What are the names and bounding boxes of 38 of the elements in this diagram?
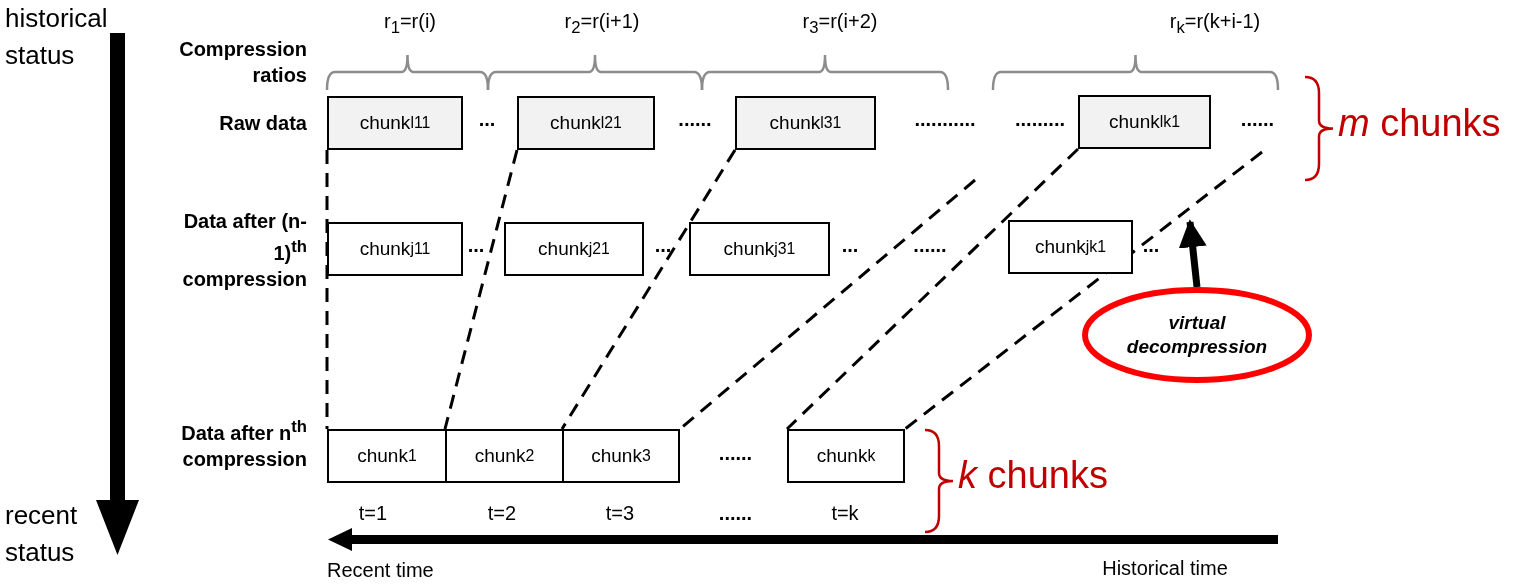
ellipsis: ... [1141, 233, 1161, 258]
callout-text: virtual decompression [1125, 311, 1269, 359]
dashed-connector [904, 150, 1263, 431]
time-label: t=k [830, 501, 860, 526]
ellipsis: ...... [677, 107, 713, 132]
count-label: k chunks [958, 453, 1109, 498]
ellipsis: ...... [717, 501, 754, 526]
arrow [1178, 219, 1207, 288]
ellipsis: ... [653, 233, 673, 258]
axis-label: Recent time [327, 558, 435, 583]
time-label: t=1 [357, 501, 389, 526]
axis-label: recent status [5, 499, 79, 569]
ellipsis: ... [477, 107, 497, 132]
ellipsis: ...... [1239, 107, 1276, 132]
callout-ellipse [1082, 287, 1312, 383]
row-label: Data after n$^{th}$ compression [180, 416, 307, 472]
time-label: t=3 [604, 501, 636, 526]
time-label: t=2 [486, 501, 518, 526]
ellipsis: ......... [1014, 107, 1066, 132]
axis-label: Historical time [1101, 556, 1229, 581]
dashed-connector [325, 150, 329, 429]
ratio-label: r$_{2}$=r(i+1) [563, 9, 641, 39]
ellipsis: ... [840, 233, 860, 258]
row-label: Raw data [218, 111, 307, 136]
ratio-label: r$_{3}$=r(i+2) [801, 9, 879, 39]
row-label: Data after (n-1)$^{th}$ compression [181, 209, 307, 292]
dashed-connector [443, 149, 519, 430]
dashed-connector [785, 147, 1080, 431]
row-label: Compression ratios [178, 37, 307, 88]
dashed-connector [560, 149, 737, 430]
ellipsis: ...... [717, 441, 754, 466]
ellipsis: ... [466, 233, 486, 258]
ratio-label: r$_{k}$=r(k+i-1) [1168, 9, 1262, 39]
ratio-label: r$_{1}$=r(i) [382, 9, 437, 39]
axis-label: historical status [5, 2, 109, 72]
ellipsis: ........... [913, 107, 977, 132]
ellipsis: ...... [912, 233, 948, 258]
count-label: m chunks [1338, 101, 1502, 146]
